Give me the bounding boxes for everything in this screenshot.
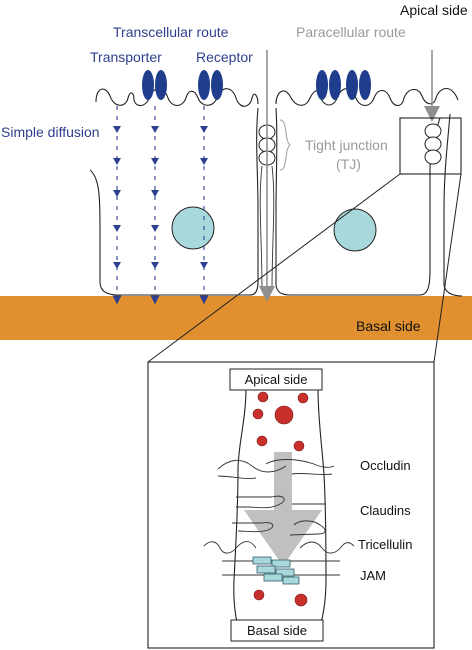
tight-junction-label: Tight junction: [305, 137, 388, 153]
claudins-label: Claudins: [360, 503, 411, 518]
apical-membrane-right: [275, 87, 459, 107]
inset-apical-label: Apical side: [245, 372, 308, 387]
inset-basal-box: [230, 619, 324, 642]
occludin-label: Occludin: [360, 458, 411, 473]
zoom-guide-left: [147, 173, 401, 363]
receptor-label: Receptor: [196, 49, 253, 65]
inset-basal-label: Basal side: [247, 623, 307, 638]
zoom-source-box: [399, 117, 462, 175]
inset-right-membrane: [317, 387, 327, 636]
nucleus-left: [171, 206, 215, 250]
tight-junction-abbrev: (TJ): [336, 156, 361, 172]
tight-junction-bracket: [279, 119, 291, 171]
occludin-strands: [217, 459, 335, 479]
tricellulin-label: Tricellulin: [358, 537, 412, 552]
jam-proteins: [252, 556, 300, 585]
nucleus-right: [333, 208, 377, 252]
transporter-protein: [142, 70, 167, 100]
left-cell-outline: [89, 107, 259, 296]
apical-membrane: [95, 88, 259, 107]
receptor-protein: [198, 70, 223, 100]
basal-membrane-band: [0, 296, 472, 340]
tricellulin-strand: [203, 541, 355, 554]
inset-apical-box: [229, 368, 323, 391]
zoom-guide-right: [433, 173, 462, 363]
right-cell-proteins: [316, 70, 371, 100]
claudin-strands: [232, 495, 326, 536]
transporter-label: Transporter: [90, 49, 162, 65]
inset-left-membrane: [233, 387, 247, 636]
apical-side-label: Apical side: [400, 2, 468, 18]
simple-diffusion-label: Simple diffusion: [1, 124, 100, 140]
paracellular-route-label: Paracellular route: [296, 24, 406, 40]
inset-paracellular-arrow: [244, 452, 322, 566]
tight-junction-right: [424, 123, 442, 165]
jam-label: JAM: [360, 568, 386, 583]
transcellular-route-label: Transcellular route: [113, 24, 229, 40]
basal-side-label: Basal side: [356, 318, 421, 334]
right-neighbor-outline: [443, 113, 463, 297]
route-arrowheads: [113, 126, 208, 269]
